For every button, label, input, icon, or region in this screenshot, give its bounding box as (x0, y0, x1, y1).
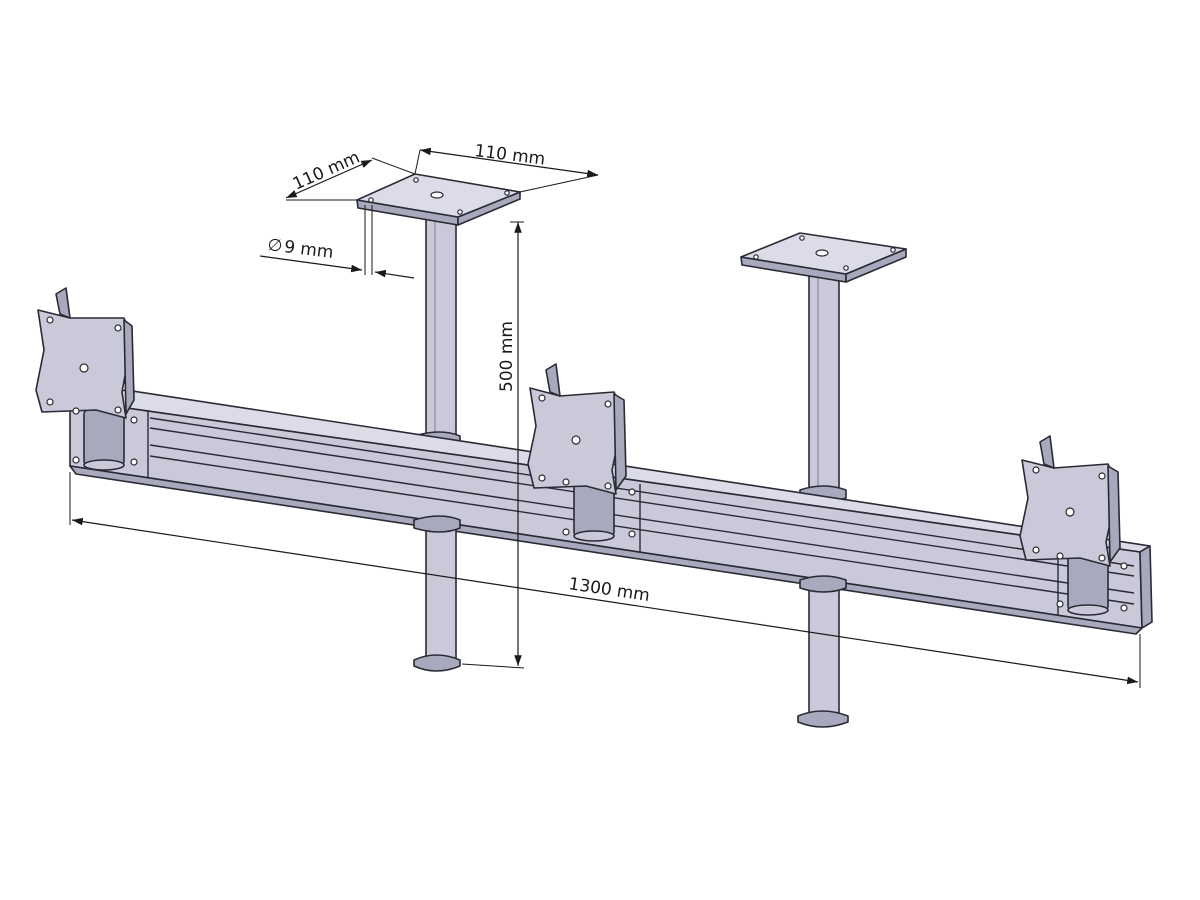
ceiling-plate-right (740, 232, 907, 283)
dim-height-label: 500 mm (497, 321, 517, 392)
svg-text:∅9 mm: ∅9 mm (266, 235, 334, 263)
ceiling-pole-left-upper (425, 211, 457, 441)
vesa-mount-left (35, 287, 138, 471)
dim-hole-diameter-label: 9 mm (283, 237, 334, 263)
dim-hole-diameter-symbol: ∅ (266, 235, 283, 257)
ceiling-plate-left (356, 173, 521, 226)
pole-right-lower (797, 575, 849, 728)
dim-plate-width-label: 110 mm (473, 141, 546, 170)
dim-plate-depth-label: 110 mm (290, 147, 363, 194)
dim-hole-diameter: ∅9 mm (259, 205, 415, 279)
ceiling-pole-right-upper (808, 261, 840, 495)
pole-left-lower (413, 515, 461, 672)
